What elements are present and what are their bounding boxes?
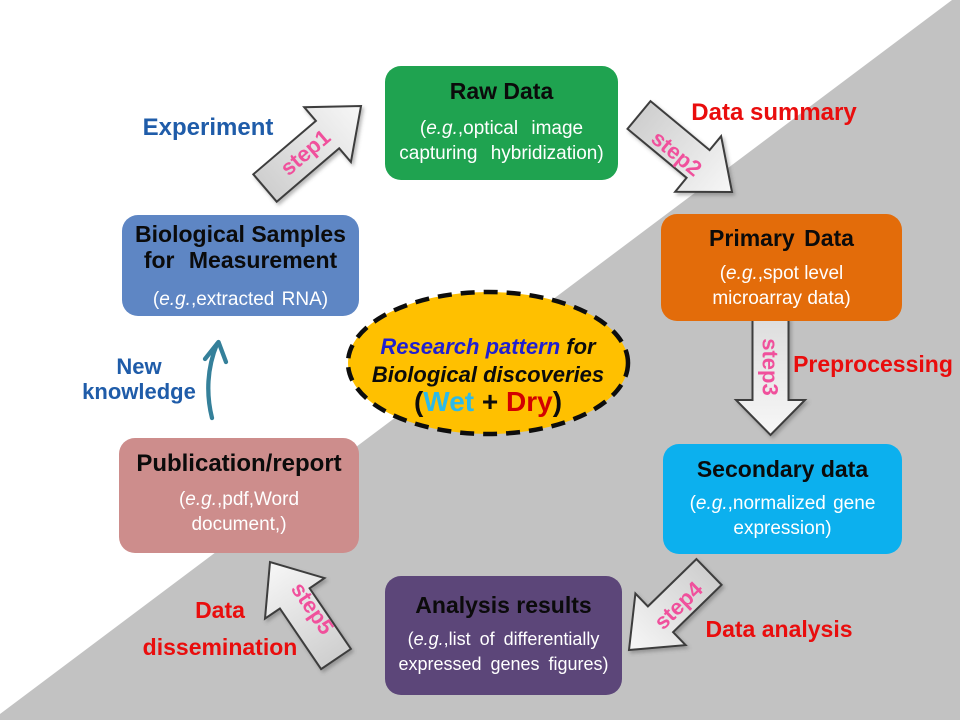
svg-text:step3: step3 (758, 338, 783, 395)
